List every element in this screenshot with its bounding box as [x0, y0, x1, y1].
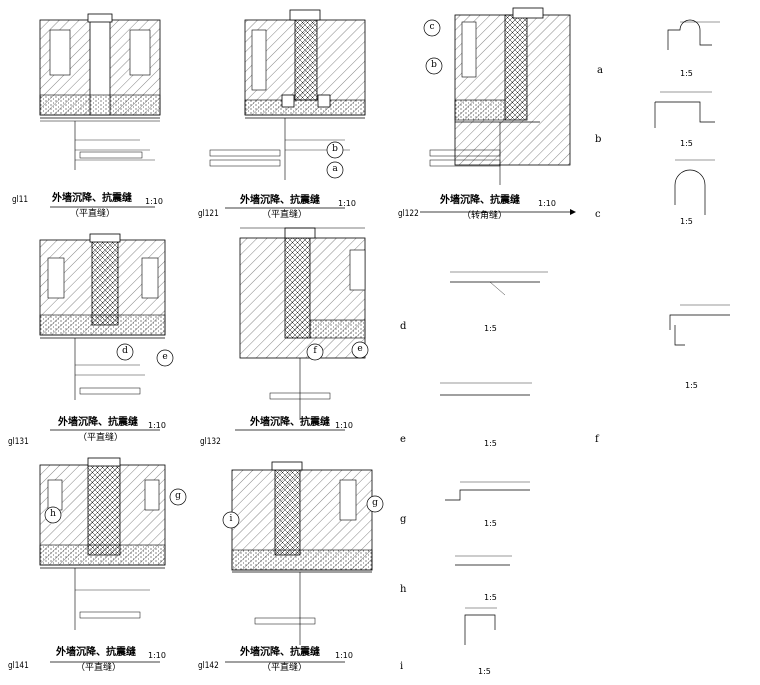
section-gl141	[39, 457, 166, 663]
detail-scale: 1:5	[680, 217, 693, 226]
bubble-letter: i	[229, 514, 233, 524]
section-subtitle: （平直缝）	[262, 663, 308, 673]
detail-letter: h	[400, 584, 407, 595]
section-scale: 1:10	[335, 651, 353, 660]
detail-scale: 1:5	[478, 667, 491, 676]
detail-scale: 1:5	[484, 519, 497, 528]
profile-details	[440, 19, 730, 645]
section-gl122	[420, 7, 576, 215]
bubble-letter: c	[429, 22, 435, 32]
detail-letter: e	[400, 434, 406, 445]
section-code: gl141	[8, 661, 29, 671]
section-code: gl122	[398, 209, 419, 219]
section-title: 外墙沉降、抗震缝	[240, 195, 320, 206]
detail-letter: a	[597, 65, 603, 76]
bubble-letter: h	[50, 509, 56, 519]
section-scale: 1:10	[148, 421, 166, 430]
bubble-letter: f	[313, 346, 317, 356]
section-code: gl132	[200, 437, 221, 447]
detail-letter: g	[400, 514, 407, 525]
section-title: 外墙沉降、抗震缝	[58, 417, 138, 428]
section-code: gl11	[12, 195, 29, 205]
section-subtitle: （平直缝）	[262, 210, 308, 220]
detail-bubbles	[44, 19, 443, 529]
bubble-letter: e	[162, 352, 168, 362]
section-subtitle: （转角缝）	[462, 211, 508, 221]
section-subtitle: （平直缝）	[76, 663, 122, 673]
detail-scale: 1:5	[484, 324, 497, 333]
section-scale: 1:10	[148, 651, 166, 660]
detail-letter: d	[400, 321, 407, 332]
section-scale: 1:10	[335, 421, 353, 430]
section-title: 外墙沉降、抗震缝	[250, 417, 330, 428]
section-gl11	[39, 13, 161, 208]
detail-scale: 1:5	[484, 439, 497, 448]
section-gl132	[235, 227, 366, 431]
bubble-letter: d	[122, 346, 128, 356]
section-code: gl121	[198, 209, 219, 219]
bubble-letter: g	[372, 498, 378, 508]
section-code: gl142	[198, 661, 219, 671]
detail-scale: 1:5	[680, 139, 693, 148]
section-title: 外墙沉降、抗震缝	[52, 193, 132, 204]
section-title: 外墙沉降、抗震缝	[440, 195, 520, 206]
detail-letter: f	[595, 434, 599, 445]
detail-letter: i	[400, 661, 404, 672]
section-scale: 1:10	[338, 199, 356, 208]
section-title: 外墙沉降、抗震缝	[56, 647, 136, 658]
section-subtitle: （平直缝）	[78, 433, 124, 443]
bubble-letter: b	[332, 144, 338, 154]
section-gl142	[225, 461, 373, 663]
section-scale: 1:10	[538, 199, 556, 208]
detail-letter: b	[595, 134, 602, 145]
section-gl131	[39, 233, 166, 431]
detail-scale: 1:5	[685, 381, 698, 390]
section-scale: 1:10	[145, 197, 163, 206]
detail-scale: 1:5	[484, 593, 497, 602]
section-gl121	[209, 9, 366, 209]
section-subtitle: （平直缝）	[70, 209, 116, 219]
section-title: 外墙沉降、抗震缝	[240, 647, 320, 658]
section-code: gl131	[8, 437, 29, 447]
detail-letter: c	[595, 209, 601, 220]
bubble-letter: e	[357, 344, 363, 354]
bubble-letter: a	[332, 164, 338, 174]
bubble-letter: b	[431, 60, 437, 70]
bubble-letter: g	[175, 491, 181, 501]
detail-scale: 1:5	[680, 69, 693, 78]
